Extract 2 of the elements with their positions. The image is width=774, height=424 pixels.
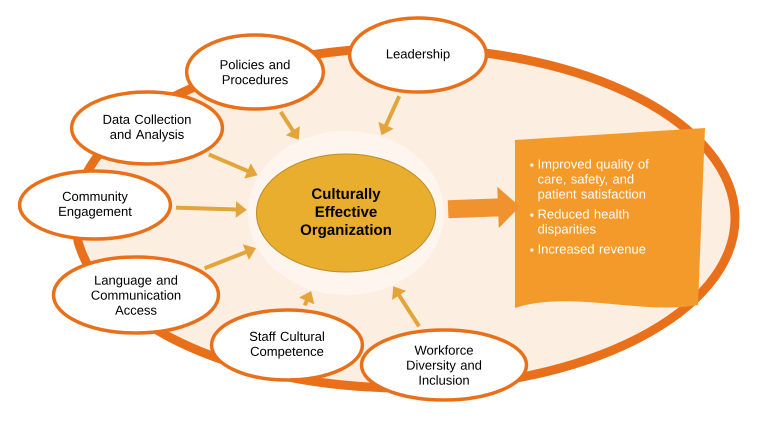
node-label: Workforce Diversity and Inclusion: [407, 345, 482, 385]
outcome-panel: Improved quality of care, safety, and patient satisfaction Reduced health disparities Increased revenue: [515, 128, 705, 308]
